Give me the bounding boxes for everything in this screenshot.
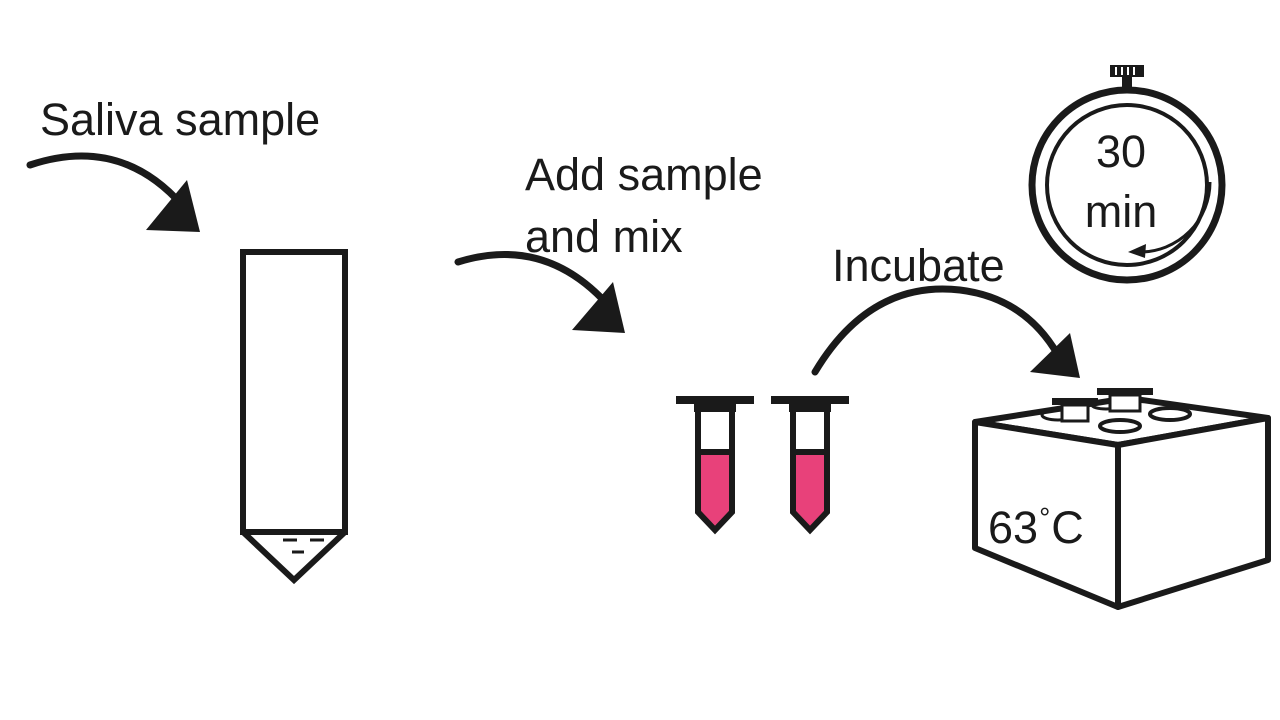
temperature-readout: 63°C (988, 490, 1084, 556)
timer-unit: min (1084, 186, 1158, 237)
arrow-to-heat-block (811, 285, 1080, 378)
heat-block-tube-2 (1097, 388, 1153, 413)
reaction-tube-2 (771, 396, 849, 535)
incubate-label: Incubate (832, 240, 1005, 291)
heat-block (972, 395, 1271, 610)
add-sample-line-1: Add sample (525, 149, 763, 200)
collection-tube (240, 249, 348, 585)
timer-readout: 30 min (1066, 122, 1176, 242)
add-sample-line-2: and mix (525, 211, 683, 262)
saliva-sample-label: Saliva sample (40, 94, 321, 145)
reaction-tube-1 (676, 396, 754, 535)
degree-symbol: ° (1039, 502, 1051, 533)
timer-value: 30 (1095, 126, 1147, 177)
temperature-unit: C (1051, 502, 1084, 553)
arrow-to-tube (26, 152, 200, 232)
heat-block-tube-1 (1052, 398, 1098, 423)
add-sample-label: Add sample and mix (525, 144, 763, 268)
timer-icon (1028, 65, 1226, 284)
arrow-to-reaction-tubes (454, 250, 625, 333)
temperature-value: 63 (988, 502, 1039, 553)
